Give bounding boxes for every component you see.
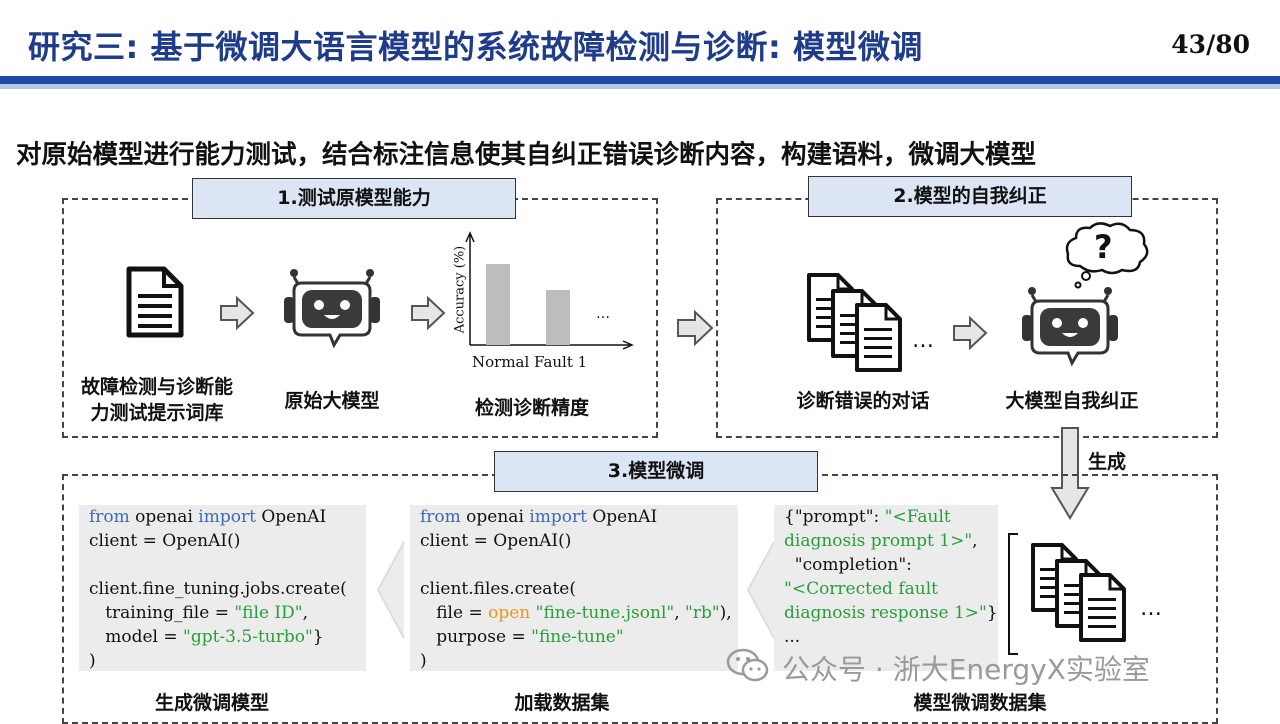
question-mark-icon: ? [1094, 228, 1113, 266]
watermark: 公众号 · 浙大EnergyX实验室 [782, 653, 1150, 686]
code-block-upload-file: from openai import OpenAI client = OpenA… [410, 505, 738, 671]
self-correction-label: 大模型自我纠正 [1005, 390, 1139, 412]
bar-normal [486, 264, 510, 345]
dataset-sample-json: {"prompt": "<Fault diagnosis prompt 1>",… [774, 505, 998, 671]
documents-ellipsis: … [1140, 596, 1162, 621]
robot-icon [1022, 287, 1118, 367]
panel-self-correction-header: 2.模型的自我纠正 [808, 176, 1132, 217]
create-model-label: 生成微调模型 [154, 692, 269, 714]
accuracy-bar-chart [465, 231, 634, 350]
arrow-left-icon [746, 541, 775, 639]
document-icon [126, 266, 184, 338]
finetune-dataset-label: 模型微调数据集 [913, 692, 1047, 714]
prompt-library-label-line1: 故障检测与诊断能 [80, 376, 233, 398]
arrow-right-icon [953, 316, 988, 350]
code-block-create-job: from openai import OpenAI client = OpenA… [79, 505, 366, 671]
generate-label: 生成 [1087, 451, 1126, 473]
arrow-left-icon [376, 541, 405, 639]
header-bar [0, 76, 1280, 84]
arrow-right-icon [677, 310, 714, 346]
accuracy-label: 检测诊断精度 [474, 397, 589, 419]
documents-ellipsis: … [912, 328, 934, 353]
thought-bubble-icon [1065, 222, 1149, 289]
bar-fault-1 [546, 290, 570, 345]
wechat-icon [726, 648, 769, 682]
documents-icon [1031, 543, 1126, 642]
load-dataset-label: 加载数据集 [514, 692, 610, 714]
arrow-right-icon [220, 296, 255, 330]
chart-y-axis-label: Accuracy (%) [452, 245, 468, 334]
arrow-down-icon [1050, 427, 1090, 520]
wrong-dialog-label: 诊断错误的对话 [796, 390, 930, 412]
documents-icon [807, 273, 902, 372]
chart-ellipsis: … [596, 306, 610, 322]
chart-x-axis-label: Normal Fault 1 [472, 353, 588, 371]
original-model-label: 原始大模型 [284, 390, 380, 412]
page-title: 研究三: 基于微调大语言模型的系统故障检测与诊断: 模型微调 [28, 28, 923, 66]
panel-test-model-header: 1.测试原模型能力 [192, 178, 516, 219]
slide-subtitle: 对原始模型进行能力测试，结合标注信息使其自纠正错误诊断内容，构建语料，微调大模型 [16, 140, 1037, 170]
robot-icon [284, 269, 380, 349]
panel-fine-tuning-header: 3.模型微调 [494, 451, 818, 492]
bracket [1008, 533, 1018, 655]
prompt-library-label-line2: 力测试提示词库 [90, 402, 224, 424]
page-number: 43/80 [1171, 30, 1250, 59]
header-bar-light [0, 84, 1280, 89]
arrow-right-icon [411, 296, 446, 330]
